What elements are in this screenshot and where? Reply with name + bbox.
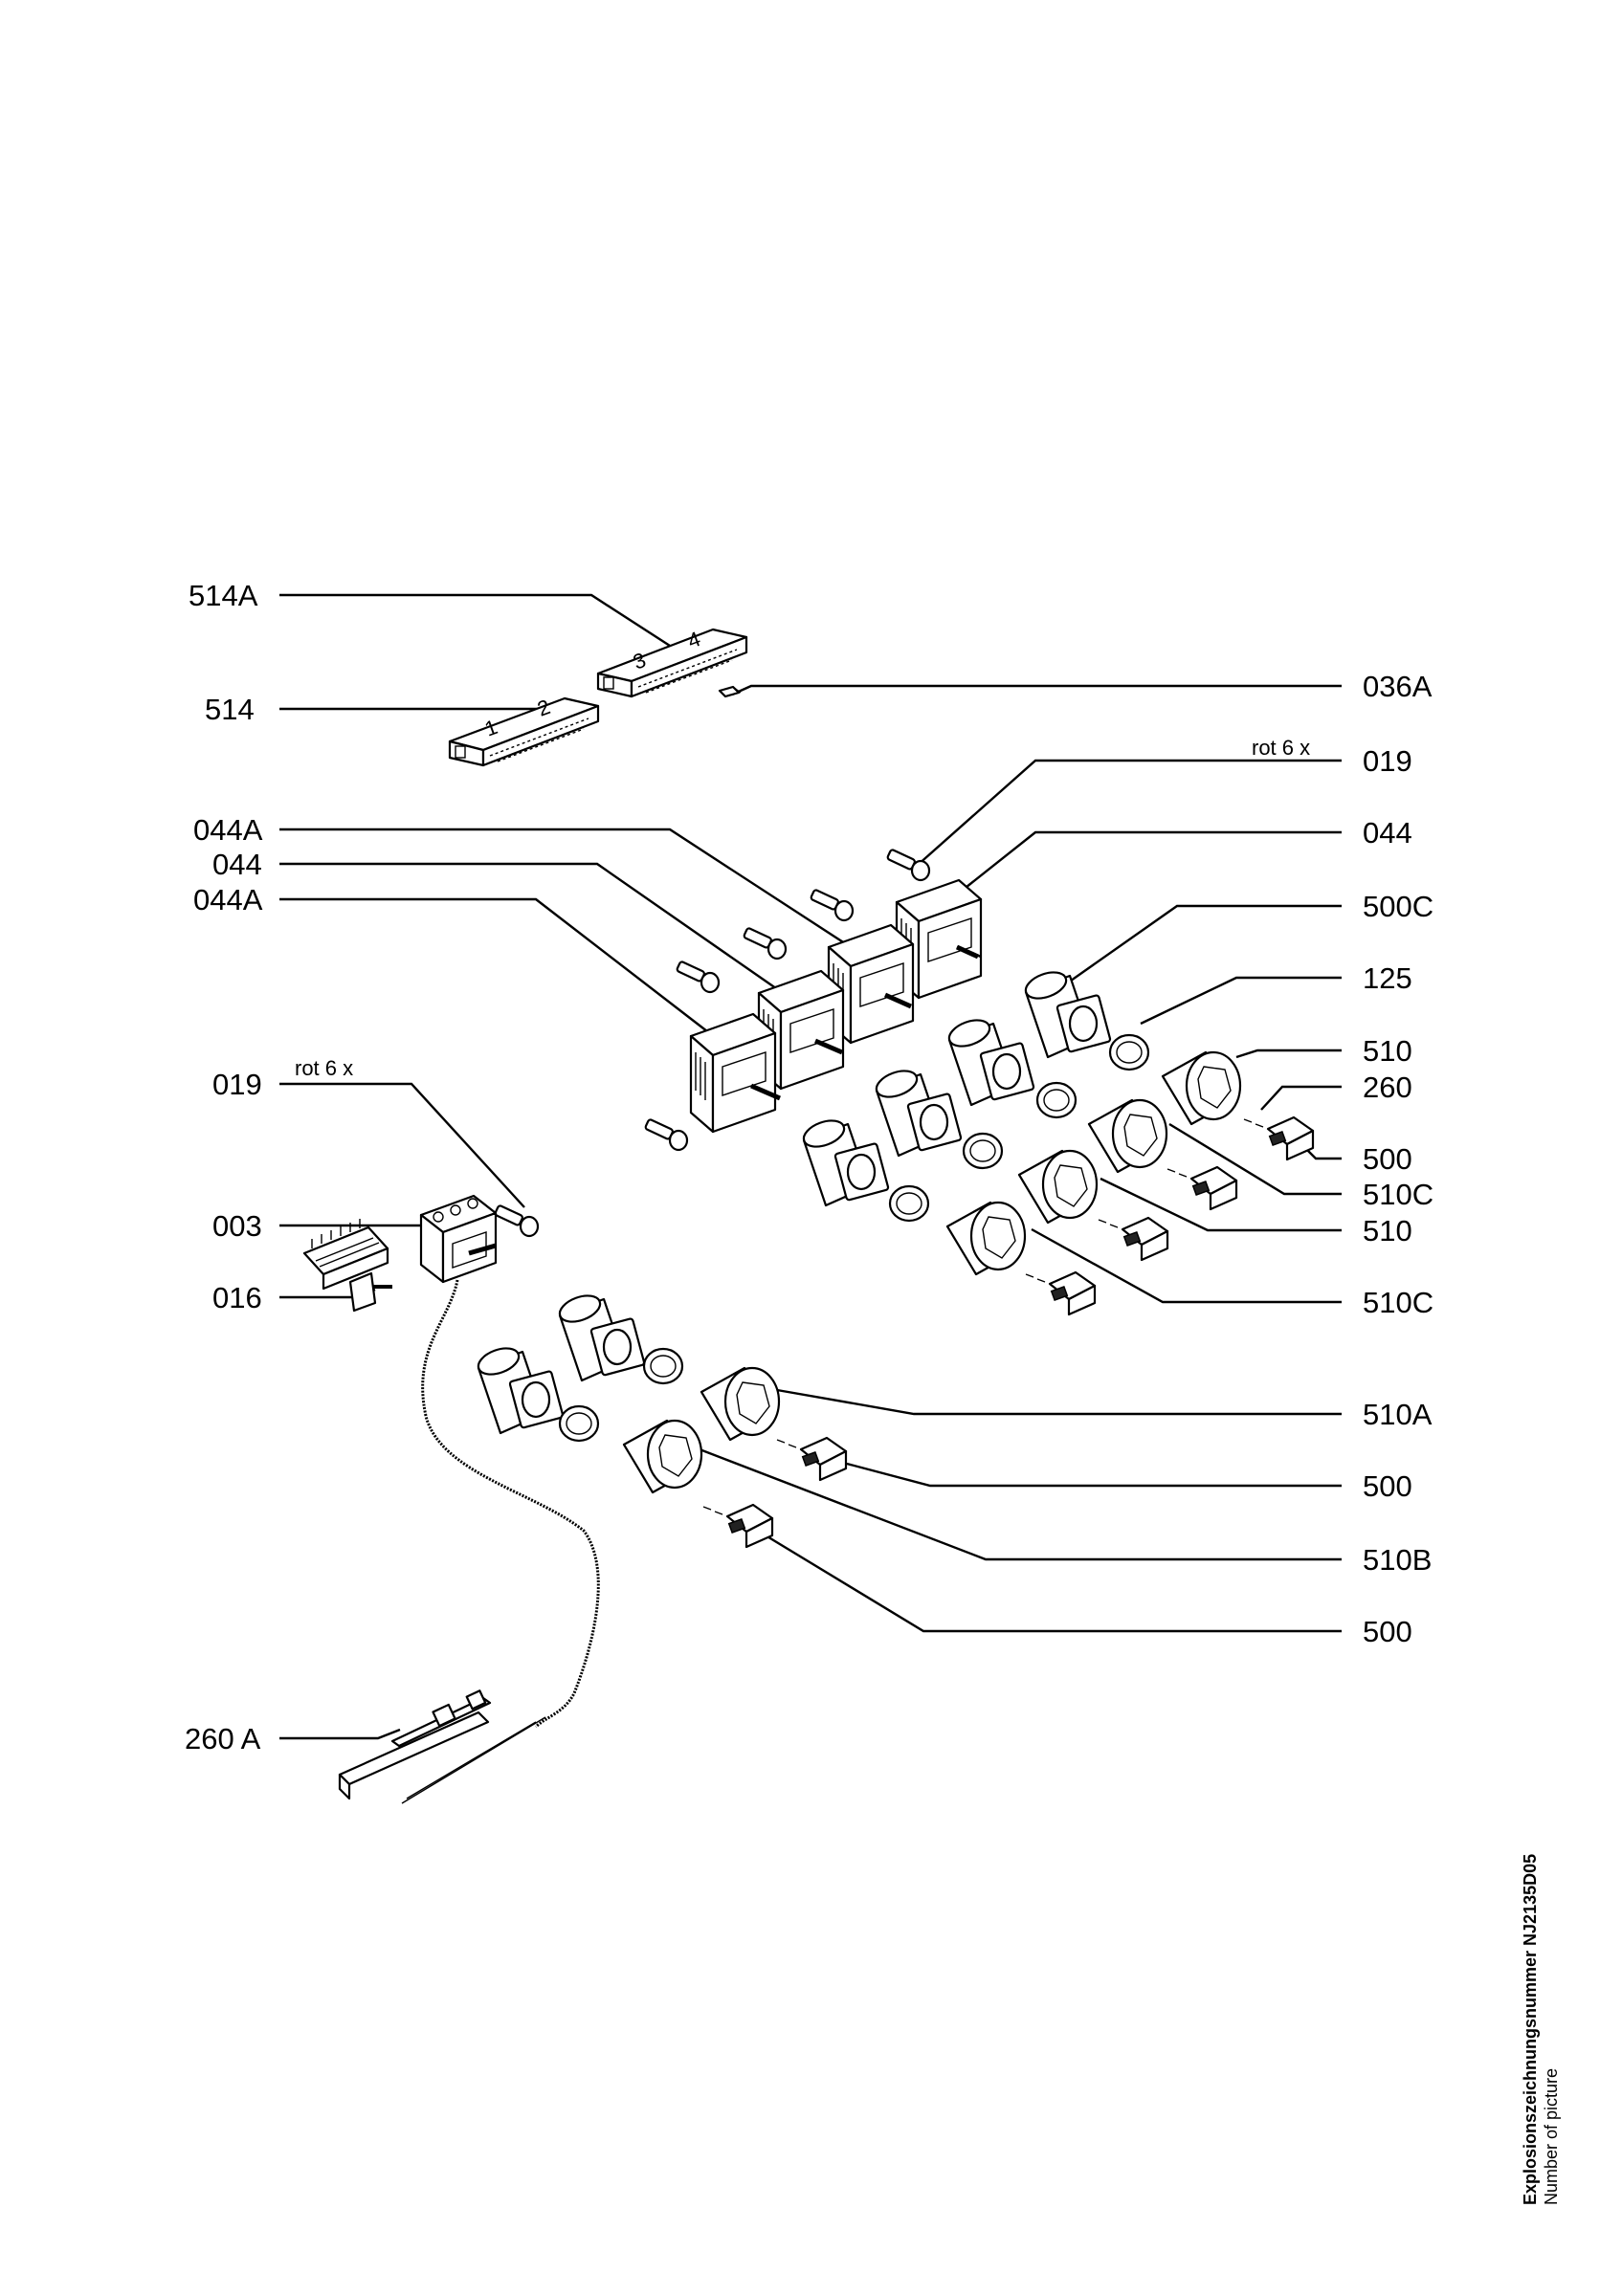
leader-019-left xyxy=(279,1082,525,1208)
part-labels: 514A 514 036A rot 6 x 019 044 044A 044 0… xyxy=(185,579,1433,1755)
leader-510C-2 xyxy=(1031,1227,1342,1304)
label-500-2: 500 xyxy=(1363,1469,1412,1503)
label-500-1: 500 xyxy=(1363,1142,1412,1176)
leader-019-right xyxy=(916,759,1342,867)
label-500-3: 500 xyxy=(1363,1615,1412,1648)
label-510-2: 510 xyxy=(1363,1214,1412,1247)
burner-plates xyxy=(622,1050,1242,1494)
label-019-right: 019 xyxy=(1363,744,1412,778)
leader-260 xyxy=(1260,1085,1342,1111)
label-044A-2: 044A xyxy=(193,883,263,916)
label-019-left: 019 xyxy=(212,1068,262,1101)
leader-036A xyxy=(731,684,1342,696)
leader-510-2 xyxy=(1100,1177,1342,1232)
leader-044-right xyxy=(946,830,1342,903)
rings-125 xyxy=(558,1033,1150,1443)
connector-bin-514: 1 2 xyxy=(448,695,600,767)
label-510-1: 510 xyxy=(1363,1034,1412,1068)
leader-500C xyxy=(1063,904,1342,986)
leader-lines xyxy=(279,593,1342,1740)
leader-260A xyxy=(279,1728,401,1740)
leader-510B xyxy=(686,1443,1342,1561)
leader-500-2 xyxy=(846,1462,1342,1488)
leader-510C-1 xyxy=(1168,1122,1342,1196)
regulator-044A-2 xyxy=(689,1012,781,1134)
cups-500C xyxy=(477,971,1112,1435)
note-rot-left: rot 6 x xyxy=(295,1056,353,1080)
connector-bin-514A: 3 4 xyxy=(596,627,748,698)
label-500C: 500C xyxy=(1363,890,1433,923)
label-003: 003 xyxy=(212,1209,262,1243)
label-016: 016 xyxy=(212,1281,262,1314)
bolts-019 xyxy=(494,849,931,1238)
leader-044 xyxy=(279,862,784,994)
picture-number-subtitle: Number of picture xyxy=(1542,2067,1561,2205)
leader-500-3 xyxy=(765,1534,1342,1633)
label-260A: 260 A xyxy=(185,1722,261,1755)
leader-044A-2 xyxy=(279,897,717,1039)
label-514A: 514A xyxy=(189,579,258,612)
label-044-right: 044 xyxy=(1363,816,1412,850)
clip-036A xyxy=(718,685,742,698)
label-036A: 036A xyxy=(1363,670,1433,703)
label-510A: 510A xyxy=(1363,1398,1433,1431)
leader-510A xyxy=(776,1388,1342,1416)
switch-003 xyxy=(419,1194,498,1284)
sensor-260A xyxy=(338,1279,600,1804)
plugs-500 xyxy=(702,1115,1315,1549)
label-260: 260 xyxy=(1363,1071,1412,1104)
label-510B: 510B xyxy=(1363,1543,1432,1577)
note-rot-right: rot 6 x xyxy=(1252,736,1310,760)
regulator-044 xyxy=(757,969,845,1091)
picture-number-title: Explosionszeichnungsnummer NJ2135D05 xyxy=(1521,1853,1540,2205)
label-044A-1: 044A xyxy=(193,813,263,847)
leader-514A xyxy=(279,593,671,648)
label-514: 514 xyxy=(205,693,255,726)
picture-number-footer: Explosionszeichnungsnummer NJ2135D05 Num… xyxy=(1520,1854,1562,2205)
label-125: 125 xyxy=(1363,961,1412,995)
label-510C-1: 510C xyxy=(1363,1178,1433,1211)
leader-125 xyxy=(1140,976,1342,1026)
leader-044A-1 xyxy=(279,828,857,953)
label-510C-2: 510C xyxy=(1363,1286,1433,1319)
switch-016 xyxy=(302,1219,392,1313)
label-044: 044 xyxy=(212,848,262,881)
leader-510-1 xyxy=(1235,1049,1342,1059)
